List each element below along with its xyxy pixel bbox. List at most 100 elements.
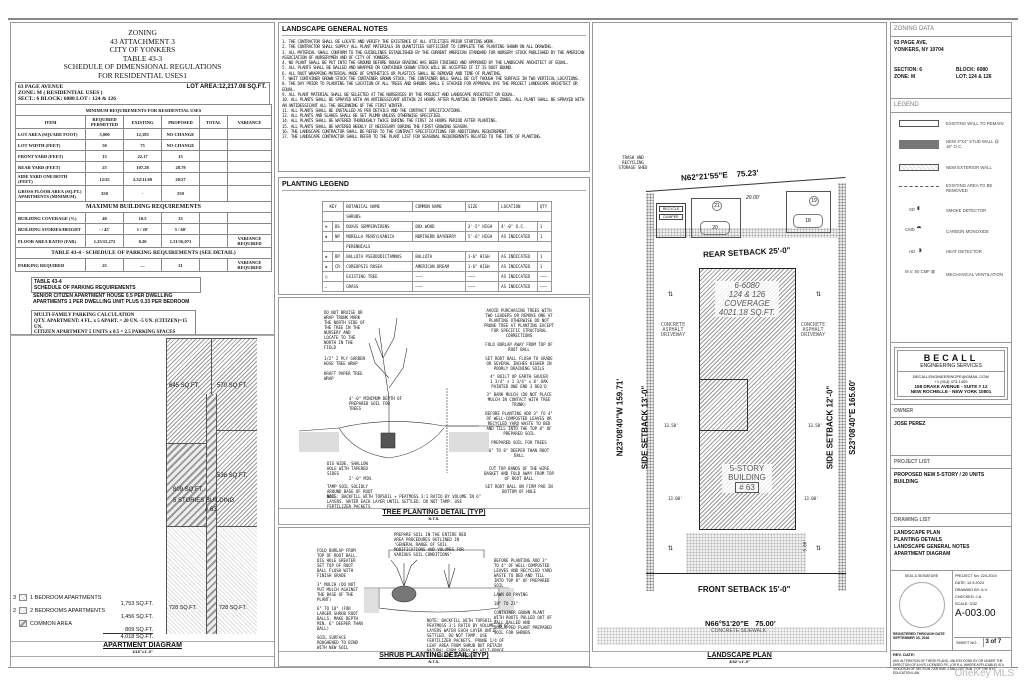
tree-right-labels: AVOID PURCHASING TREES WITH TWO LEADERS …	[484, 308, 554, 494]
owner-name: JOSE PEREZ	[894, 421, 926, 427]
shrub-detail-caption: SHRUB PLANTING DETAIL (TYP) N.T.S.	[279, 651, 589, 667]
owner-section: OWNER	[891, 404, 1011, 418]
apartment-diagram-panel: 645 SQ.FT. 570 SQ.FT. 538 SQ.FT. 809 SQ.…	[10, 335, 275, 668]
tree-label: 4'-0" MINIMUM DEPTH OF PREPARED SOIL FOR…	[349, 396, 402, 411]
watermark: OneKey MLS	[954, 668, 1014, 679]
lot-boundary: RECYCLE DUMPER 21 20 20.00' 19 18 6-6080…	[645, 177, 846, 615]
building-number: # 63	[205, 507, 217, 513]
sidewalk	[597, 627, 884, 645]
disclaimer: ANY ALTERATION OF THESE PLANS, UNLESS DO…	[893, 659, 1004, 675]
planting-legend-panel: PLANTING LEGEND KEY BOTANICAL NAME COMMO…	[278, 177, 590, 295]
tree-label: TAMP SOIL SOLIDLY AROUND BASE OF ROOT BA…	[327, 484, 373, 499]
hedge-left	[646, 193, 654, 591]
dimension-label: 13.50'	[664, 423, 679, 428]
floor-plan: 645 SQ.FT. 570 SQ.FT. 538 SQ.FT. 809 SQ.…	[166, 338, 257, 634]
exterior-wall-swatch	[899, 164, 939, 171]
hedge-rear	[646, 228, 846, 238]
landscape-notes-panel: LANDSCAPE GENERAL NOTES 1. THE CONTRACTO…	[278, 22, 590, 172]
property-address: 63 PAGE AVENUE	[18, 84, 64, 90]
swatch-1br	[19, 594, 28, 601]
parking-space-group: 21 20	[691, 198, 741, 238]
drawing-section: DRAWING LIST	[891, 514, 1011, 527]
room-area-label: 645 SQ.FT.	[169, 383, 200, 389]
north-bearing: N62°21'55"E 75.23'	[680, 168, 759, 183]
col-header: TOTAL	[199, 115, 228, 129]
area-legend: 3 1 BEDROOM APARTMENTS 1,753 SQ.FT. 2 2 …	[13, 594, 153, 640]
engineer-seal	[898, 582, 945, 628]
firm-name: BECALL	[923, 353, 979, 363]
note-item: 12. ALL PLANTS AND SLAKES SHALL BE SET P…	[282, 113, 442, 119]
note-item: 10. ALL PLANTS SHALL BE SPRAYED WITH AN …	[282, 97, 585, 108]
note-item: 6. ALL ROOT WRAPPING MATERIAL MADE OF SY…	[282, 70, 502, 76]
note-item: 5. ALL PLANTS SHALL BE BALLED AND WRAPPE…	[282, 65, 513, 71]
room-area-label: 538 SQ.FT.	[217, 473, 248, 479]
parking-space-20: 20	[700, 221, 730, 235]
hedge-right	[838, 183, 846, 591]
shrub-label: PREPARE SOIL IN THE ENTIRE BED AREA PROC…	[394, 532, 467, 557]
existing-wall-swatch	[899, 120, 939, 127]
shed: RECYCLE DUMPER	[656, 203, 686, 238]
tree-note: NOTE: BACKFILL WITH TOPSOIL + PEATMOSS 3…	[327, 494, 482, 509]
firm-subtitle: ENGINEERING SERVICES	[920, 363, 982, 369]
zoning-data-title: ZONING DATA	[891, 23, 1011, 37]
west-bearing: N23°08'40"W 159.71'	[615, 378, 625, 457]
title-line: SCHEDULE OF DIMENSIONAL REGULATIONS	[63, 62, 222, 71]
two-way-arrow-icon: ⇅	[816, 292, 822, 298]
legend-row: COMMON AREA	[13, 620, 153, 627]
common-corridor	[206, 394, 217, 634]
note-item: 15. ALL PLANTS SHALL BE WATERED WEEKLY I…	[282, 123, 469, 129]
tree-detail-drawing	[298, 317, 519, 473]
col-header: REQUIRED PERMITTED	[85, 115, 124, 129]
sheet-count: SHEET NO. 3 of 7	[954, 637, 1012, 647]
note-item: 9. ALL PLANT MATERIAL SHALL BE SELECTED …	[282, 91, 516, 97]
building-label: 5 STORIES BUILDING	[173, 498, 235, 504]
max-req-header: MAXIMUM BUILDING REQUIREMENTS	[15, 201, 272, 213]
note-item: 17. THE LANDSCAPE CONTRACTOR SHALL REFER…	[282, 134, 542, 140]
sheet-number: A-003.00	[955, 608, 996, 619]
two-way-arrow-icon: ⇅	[668, 292, 674, 298]
front-setback-label: FRONT SETBACK 15'-0"	[698, 585, 791, 594]
parking-space-18: 18	[793, 214, 823, 228]
parking-header: TABLE 43-4 - SCHEDULE OF PARKING REQUIRE…	[15, 247, 272, 259]
two-way-arrow-icon: ⇅	[668, 546, 674, 552]
unit-538	[217, 431, 257, 526]
side-setback-left: SIDE SETBACK 13'-0"	[640, 385, 650, 470]
shrub-detail-drawing	[364, 549, 514, 613]
firm-block: BECALL ENGINEERING SERVICES BECALLENGINE…	[894, 347, 1008, 400]
min-req-header: MINIMUM REQUIREMENTS FOR RESIDENTIAL USE…	[15, 104, 272, 116]
drawing-sheet: ZONING 43 ATTACHMENT 3 CITY OF YONKERS T…	[8, 18, 1018, 675]
planting-legend-title: PLANTING LEGEND	[282, 181, 586, 191]
swatch-common	[19, 620, 27, 627]
unit-645	[167, 339, 212, 444]
zoning-data: 63 PAGE AVE, YONKERS, NY 10704 SECTION: …	[891, 37, 1011, 99]
shrub-right-labels: BEFORE PLANTING ADD 3" TO 4" OF WELL-COM…	[494, 558, 552, 635]
trash-shed-label: TRASH AND RECYCLING STORAGE SHED	[618, 155, 648, 170]
tree-detail-panel: DO NOT BRUISE OR WRAP TRUNK MARK THE NOR…	[278, 297, 590, 525]
room-area-label: 570 SQ.FT.	[217, 383, 248, 389]
driveway-right-label: CONCRETE ASPHALT DRIVEWAY	[801, 322, 826, 338]
sect-block-lot: SECT.: 6 BLOCK: 6080 LOT : 124 & 126	[18, 96, 117, 102]
title-line: CITY OF YONKERS	[109, 45, 176, 54]
dimension-label: 13.00'	[804, 496, 819, 501]
note-item: 1. THE CONTRACTOR SHALL BE LOCATE AND VE…	[282, 39, 496, 44]
project-section: PROJECT LIST	[891, 456, 1011, 469]
note-item: 11. ALL PLANTS SHALL BE INSTALLED AS PER…	[282, 107, 462, 113]
sidewalk-label: CONCRETE SIDEWALK	[711, 628, 767, 634]
east-bearing: S23°08'40"E 165.60'	[847, 380, 857, 455]
landscape-plan-caption: LANDSCAPE PLAN 3/32"=1'-0"	[592, 651, 887, 668]
seal-and-project-info: SEAL & SIGNATURE REGISTERED THROUGH DATE…	[891, 571, 1012, 651]
symbol-legend: EXISTING WALL TO REMAIN NEW 2"X4" STUD W…	[891, 113, 1011, 343]
landscape-plan-panel: TRASH AND RECYCLING STORAGE SHED RECYCLE…	[592, 22, 887, 668]
dimension-label: 5.00'	[802, 539, 808, 552]
table-header-row: KEY BOTANICAL NAME COMMON NAME SIZE LOCA…	[321, 201, 553, 212]
